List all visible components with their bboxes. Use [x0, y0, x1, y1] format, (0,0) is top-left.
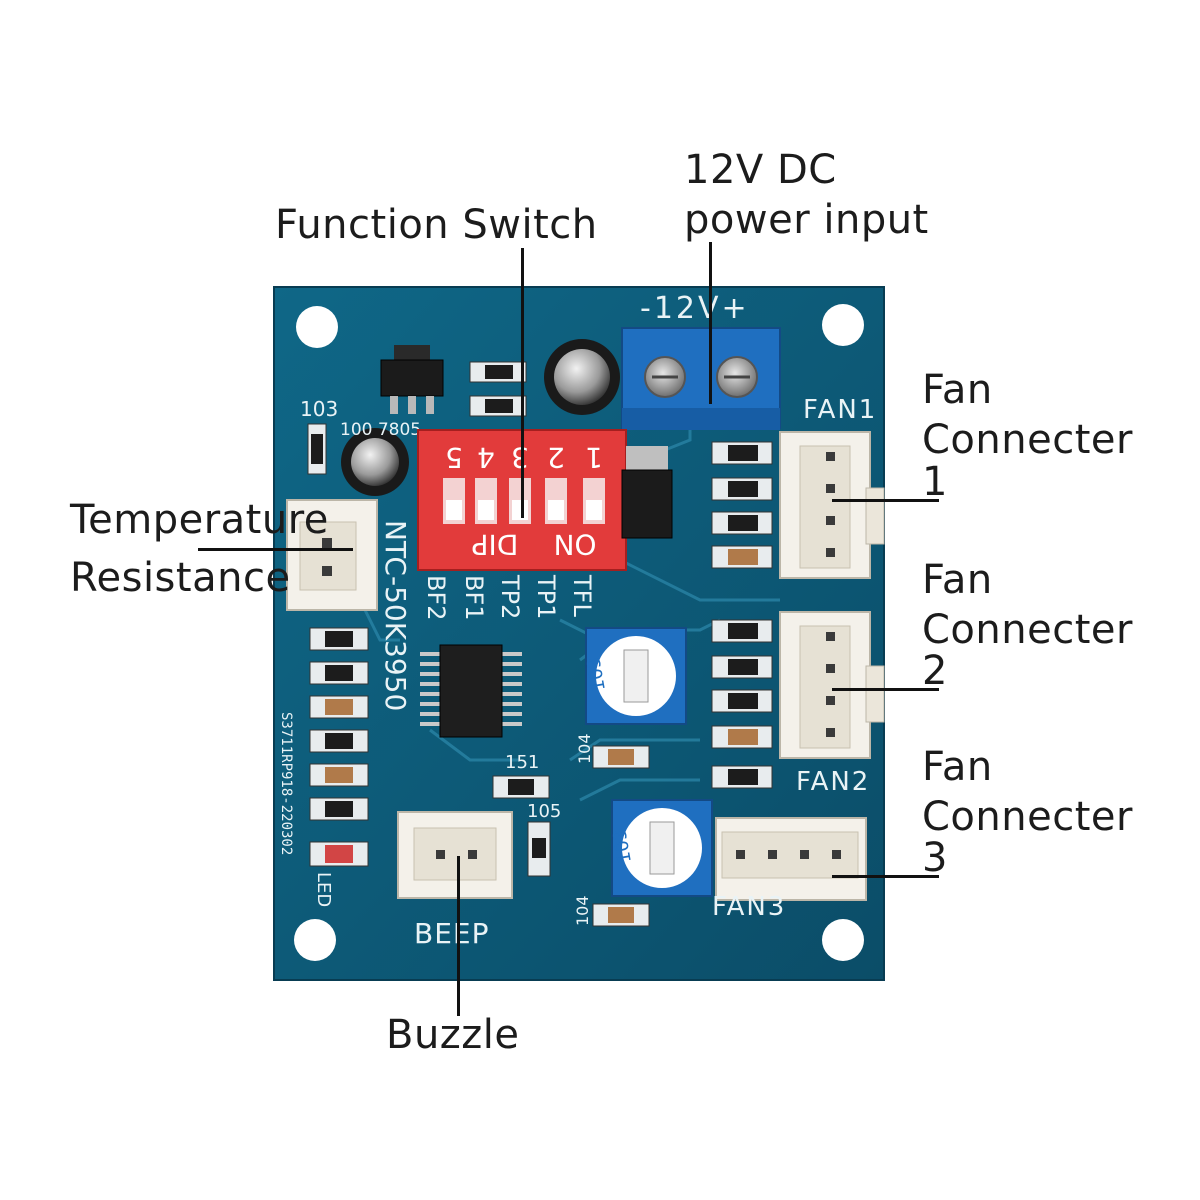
beep-connector [397, 811, 513, 899]
terminal-silk-label: -12V+ [640, 291, 750, 326]
cap-104-silk-a: 104 [575, 733, 594, 764]
dip-function-bf1: BF1 [460, 575, 488, 621]
buzzle-label: Buzzle [386, 1012, 520, 1058]
dip-function-bf2: BF2 [422, 575, 450, 621]
fan2-label-connecter: Connecter [922, 607, 1133, 653]
smd-column-left [309, 627, 369, 867]
smd-misc [492, 745, 650, 927]
potentiometer-1 [585, 627, 687, 725]
regulator-silk: 100 7805 [340, 420, 421, 440]
fan3-label-number: 3 [922, 835, 948, 881]
leader-fan2 [832, 688, 939, 691]
electrolytic-capacitor [341, 428, 409, 496]
power-input-label-line2: power input [684, 197, 929, 243]
cap-104-silk-b: 104 [573, 895, 592, 926]
fan1-silk: FAN1 [803, 395, 877, 425]
smd-column-right [711, 441, 773, 789]
electrolytic-capacitor [544, 339, 620, 415]
fan3-label-word: Fan [922, 744, 993, 790]
dip-function-tp1: TP1 [532, 574, 560, 619]
power-terminal-block [621, 327, 781, 430]
fan3-connector [715, 817, 867, 901]
dip-function-tfl: TFL [568, 574, 596, 617]
fan3-silk: FAN3 [712, 892, 786, 922]
dip-on-text: ON [554, 528, 597, 561]
temperature-label-line2: Resistance [70, 555, 291, 601]
potentiometer-2 [611, 799, 713, 897]
leader-power-input [709, 242, 712, 404]
temperature-connector [286, 499, 378, 611]
smd-resistors-top [469, 361, 527, 417]
fan1-label-number: 1 [922, 459, 948, 505]
mosfet [621, 446, 673, 539]
dip-text: DIP [472, 528, 519, 561]
cap-105-silk: 105 [527, 801, 561, 822]
dip-number-5: 5 [445, 441, 463, 474]
leader-buzzle [457, 856, 460, 1016]
mounting-holes [294, 304, 864, 961]
dip-number-3: 3 [511, 441, 529, 474]
cap-103-label: 103 [300, 397, 338, 421]
leader-fan1 [832, 499, 939, 502]
function-switch-label: Function Switch [275, 202, 598, 248]
res-151-silk: 151 [505, 752, 539, 773]
fan2-label-word: Fan [922, 557, 993, 603]
dip-number-1: 1 [585, 441, 603, 474]
fan1-label-word: Fan [922, 367, 993, 413]
beep-silk: BEEP [414, 917, 489, 950]
voltage-regulator [380, 345, 444, 414]
temperature-label-line1: Temperature [70, 497, 329, 543]
ic-chip [420, 644, 522, 738]
dip-number-2: 2 [547, 441, 565, 474]
fan3-label-connecter: Connecter [922, 794, 1133, 840]
leader-function-switch [521, 248, 524, 518]
led-silk: LED [313, 872, 334, 907]
leader-fan3 [832, 875, 939, 878]
dip-numbers: 5 4 3 2 1 [445, 441, 603, 474]
fan2-label-number: 2 [922, 648, 948, 694]
leader-temperature [198, 548, 353, 551]
fan2-silk: FAN2 [796, 767, 870, 797]
board-code-silk: S3711RP918-220302 [278, 712, 294, 855]
fan1-connector [779, 431, 885, 579]
dip-function-labels: BF2 BF1 TP2 TP1 TFL [422, 574, 596, 621]
fan2-connector [779, 611, 885, 759]
fan1-label-connecter: Connecter [922, 417, 1133, 463]
dip-number-4: 4 [477, 441, 495, 474]
ntc-silk-label: NTC-50K3950 [379, 520, 412, 711]
power-input-label-line1: 12V DC [684, 147, 837, 193]
dip-function-tp2: TP2 [496, 574, 524, 619]
